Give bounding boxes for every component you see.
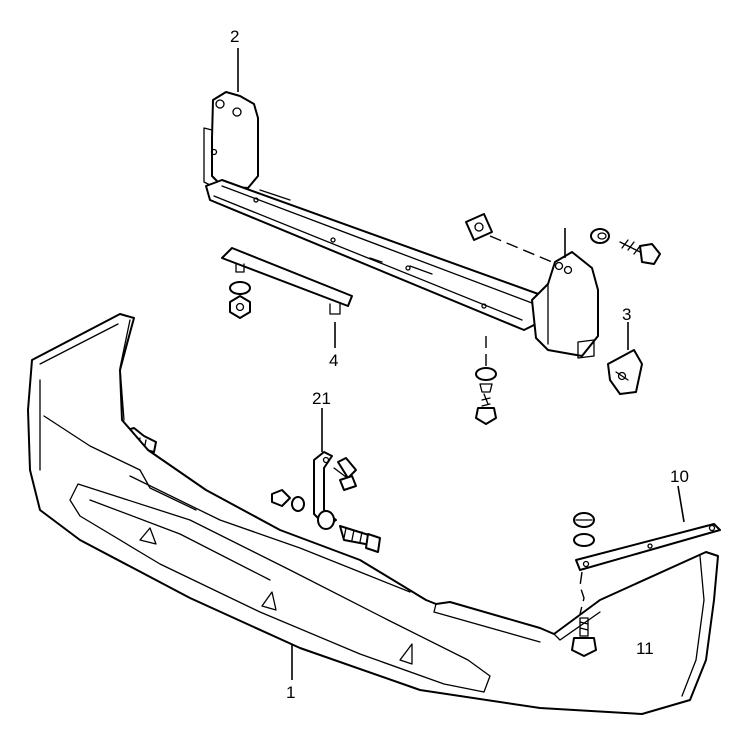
clip-nut (465, 213, 493, 241)
small-bracket (607, 349, 643, 395)
callout-11: 11 (636, 639, 654, 658)
callout-21: 21 (312, 389, 331, 408)
mounting-strip (221, 247, 353, 319)
carrier-bracket (203, 91, 599, 359)
callout-10: 10 (670, 467, 689, 486)
strap-bracket (271, 451, 381, 553)
bolt-11 (571, 617, 597, 657)
grommet-and-screw (590, 228, 661, 265)
rail-fasteners (475, 367, 497, 425)
callout-4: 4 (329, 351, 338, 370)
side-strip (573, 512, 721, 571)
callout-1: 1 (286, 683, 295, 702)
leader-10 (677, 485, 685, 523)
assembly-line-bolt-11 (579, 571, 585, 615)
bumper-cover (27, 313, 719, 715)
callout-2: 2 (230, 27, 239, 46)
assembly-line-clip (489, 235, 553, 263)
callout-3: 3 (622, 305, 631, 324)
